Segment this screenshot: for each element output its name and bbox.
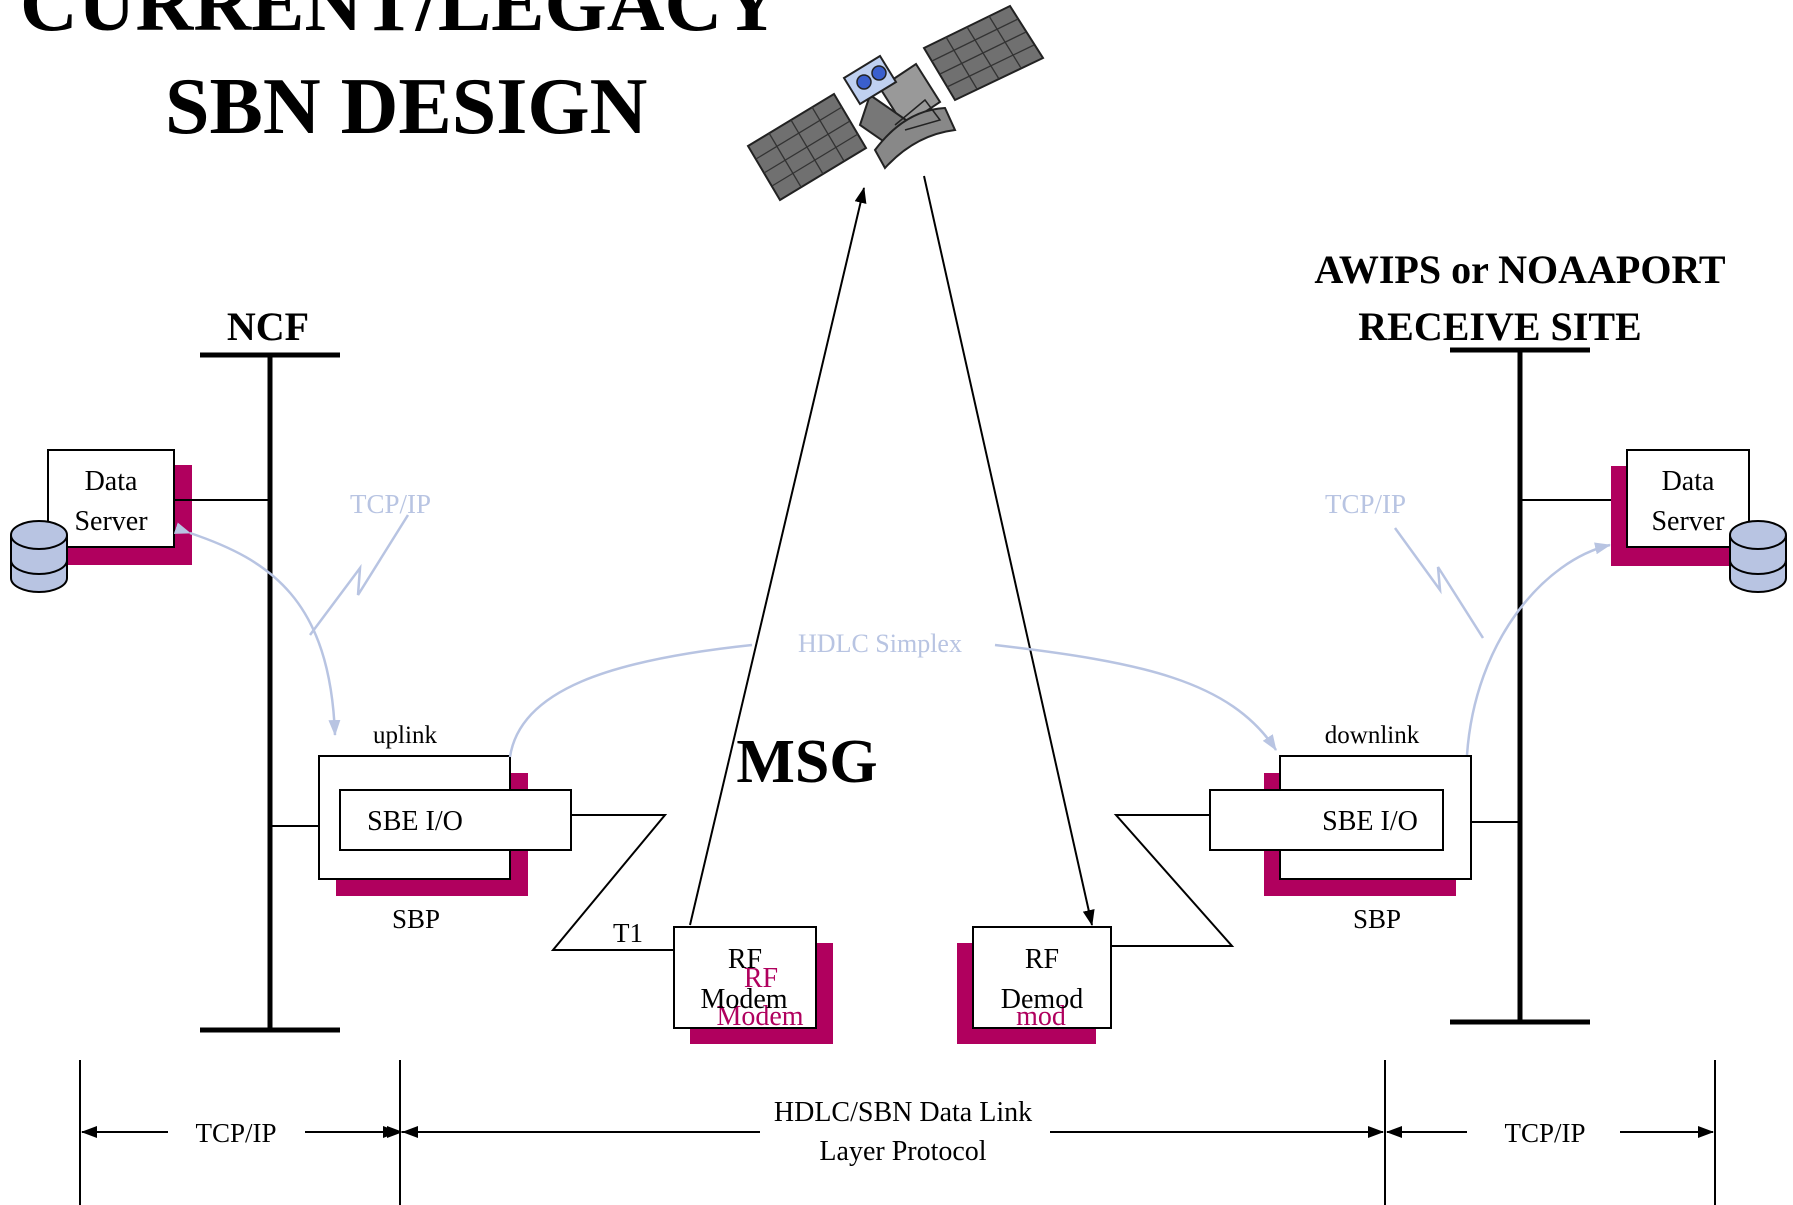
msg-label: MSG xyxy=(736,728,877,796)
t1-label: T1 xyxy=(613,918,643,948)
rf-modem-shadow-line2: Modem xyxy=(716,1001,803,1032)
satellite-icon xyxy=(746,4,1045,202)
bottom-hdlc-line1: HDLC/SBN Data Link xyxy=(774,1097,1032,1128)
right-data-server-line1: Data xyxy=(1662,466,1715,497)
left-sbe-io-box xyxy=(339,789,572,851)
right-server-link-arrow xyxy=(1459,542,1611,771)
ncf-label: NCF xyxy=(227,304,309,349)
rf-modem-box xyxy=(673,926,833,1044)
bottom-left-tcpip-label: TCP/IP xyxy=(195,1118,276,1148)
hdlc-simplex-label: HDLC Simplex xyxy=(798,629,962,658)
right-sbe-io-box xyxy=(1209,789,1444,851)
right-data-server-line2: Server xyxy=(1651,506,1725,537)
rf-modem-shadow-line1: RF xyxy=(744,963,778,994)
left-data-server-line1: Data xyxy=(85,466,138,497)
middle-span-label-bg xyxy=(760,1120,1050,1144)
rf-demod-shadow-line2: mod xyxy=(1016,1001,1066,1032)
rf-demod-line1: RF xyxy=(1025,944,1059,975)
left-server-link-arrow xyxy=(173,522,341,736)
title-line-2: SBN DESIGN xyxy=(165,63,647,151)
right-database-icon xyxy=(1729,520,1787,593)
t1-line xyxy=(550,814,673,951)
left-data-server: Data Server xyxy=(47,449,270,565)
rf-modem-line1: RF xyxy=(728,944,762,975)
rf-demod-line2: Demod xyxy=(1001,984,1083,1015)
right-sbe-io-label: SBE I/O xyxy=(1322,806,1418,837)
right-site-label-line1: AWIPS or NOAAPORT xyxy=(1314,247,1726,292)
left-tcpip-label: TCP/IP xyxy=(350,489,431,519)
left-database-icon xyxy=(10,520,68,593)
downlink-beam-arrow xyxy=(923,175,1095,926)
right-tcpip-label: TCP/IP xyxy=(1325,489,1406,519)
uplink-beam-arrow xyxy=(689,187,867,926)
right-downlink-label: downlink xyxy=(1325,722,1420,749)
right-sbp-label: SBP xyxy=(1353,904,1401,934)
bottom-right-tcpip-label: TCP/IP xyxy=(1504,1118,1585,1148)
left-sbe-io-label: SBE I/O xyxy=(367,806,463,837)
left-uplink-label: uplink xyxy=(373,722,437,749)
bottom-hdlc-line2: Layer Protocol xyxy=(819,1136,986,1167)
rf-demod-box xyxy=(957,926,1112,1044)
rf-modem-line2: Modem xyxy=(700,984,787,1015)
hdlc-simplex-arc-left xyxy=(508,643,753,758)
right-data-server: Data Server xyxy=(1520,449,1750,566)
left-lightning-icon xyxy=(308,514,410,636)
left-sbp-label: SBP xyxy=(392,904,440,934)
title-line-1: CURRENT/LEGACY xyxy=(20,0,780,48)
hdlc-simplex-arc-right xyxy=(994,643,1278,751)
right-site-label-line2: RECEIVE SITE xyxy=(1358,304,1641,349)
right-lightning-icon xyxy=(1393,527,1485,639)
downlink-line xyxy=(1111,814,1235,947)
middle-span-arrow-left-head xyxy=(402,1126,418,1138)
left-data-server-line2: Server xyxy=(74,506,148,537)
